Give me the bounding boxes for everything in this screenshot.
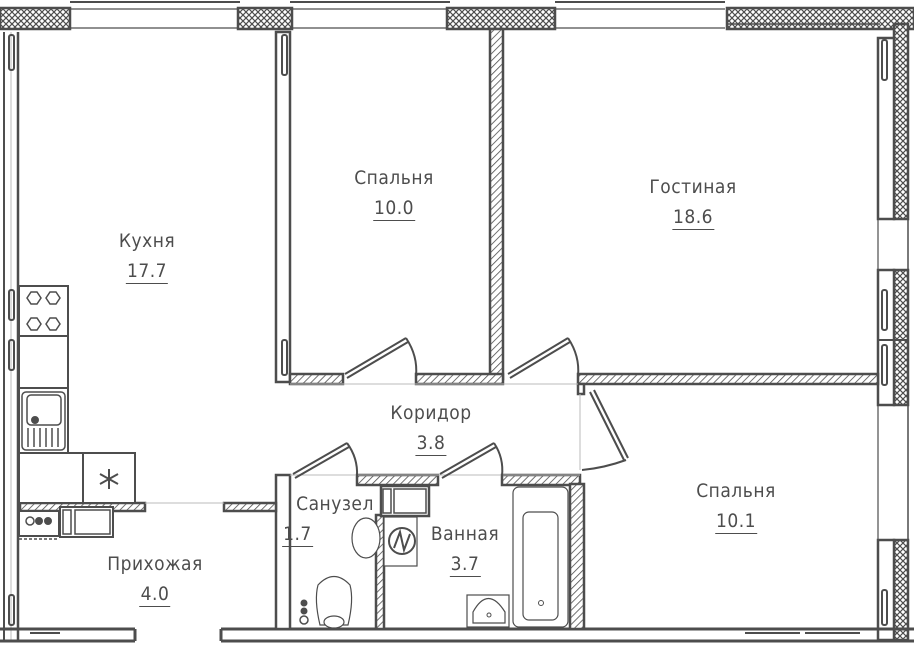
counter-corner <box>18 452 84 504</box>
cooktop <box>18 285 69 337</box>
door-living-room <box>507 337 580 379</box>
room-area: 3.8 <box>415 432 447 456</box>
hallway-cabinet <box>18 506 114 540</box>
room-label-kitchen: Кухня 17.7 <box>119 226 175 286</box>
room-name: Гостиная <box>649 176 737 198</box>
room-label-corridor: Коридор 3.8 <box>390 398 471 458</box>
snowflake-icon <box>99 469 119 489</box>
room-area: 18.6 <box>671 206 715 230</box>
room-area: 4.0 <box>139 583 171 607</box>
bathroom-fixtures <box>299 484 569 629</box>
room-name: Спальня <box>354 167 434 189</box>
room-label-bathroom: Ванная 3.7 <box>431 519 499 579</box>
corridor-guidelines <box>145 383 581 504</box>
toilet-icon <box>315 575 353 626</box>
room-name: Кухня <box>118 230 176 252</box>
room-label-hallway: Прихожая 4.0 <box>107 549 203 609</box>
door-bedroom-2 <box>581 389 629 471</box>
room-area: 3.7 <box>449 553 481 577</box>
room-name: Ванная <box>430 523 500 545</box>
door-wc <box>292 442 359 479</box>
kitchen-furniture <box>18 285 136 504</box>
room-name: Спальня <box>696 480 776 502</box>
wc-sink-icon <box>351 517 381 559</box>
room-area: 10.0 <box>372 197 416 221</box>
stove-burner-icons <box>26 291 61 331</box>
room-name: Санузел <box>296 493 374 515</box>
room-label-bedroom-2: Спальня 10.1 <box>696 476 776 536</box>
room-label-bedroom-1: Спальня 10.0 <box>354 163 434 223</box>
room-name: Прихожая <box>107 553 203 575</box>
room-area: 17.7 <box>125 260 169 284</box>
room-label-wc: Санузел 1.7 <box>282 489 374 549</box>
counter-segment <box>18 335 69 389</box>
doors <box>292 337 629 479</box>
window-radiators <box>8 34 888 634</box>
room-name: Коридор <box>390 402 472 424</box>
room-area: 1.7 <box>282 523 313 547</box>
room-area: 10.1 <box>714 510 758 534</box>
door-bathroom <box>439 442 504 479</box>
door-bedroom-1 <box>344 337 418 379</box>
room-label-living-room: Гостиная 18.6 <box>649 172 736 232</box>
